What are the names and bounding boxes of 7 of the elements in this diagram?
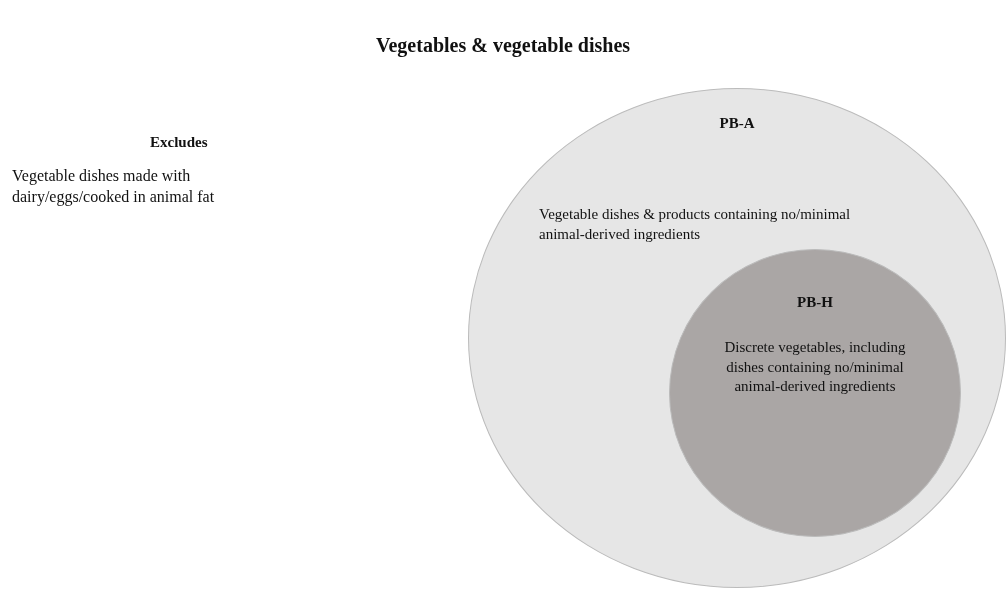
set-label: PB-A [718,115,756,132]
set-description: Discrete vegetables, including dishes containing no/minimal animal-derived ingredients [723,338,907,396]
note-text: Vegetable dishes made with dairy/eggs/cooked in animal fat [12,166,216,208]
diagram-title: Vegetables & vegetable dishes [374,34,632,57]
set-label: PB-H [796,294,834,311]
set-description: Vegetable dishes & products containing no/minimal animal-derived ingredients [539,205,852,244]
heading: Excludes [150,134,208,151]
